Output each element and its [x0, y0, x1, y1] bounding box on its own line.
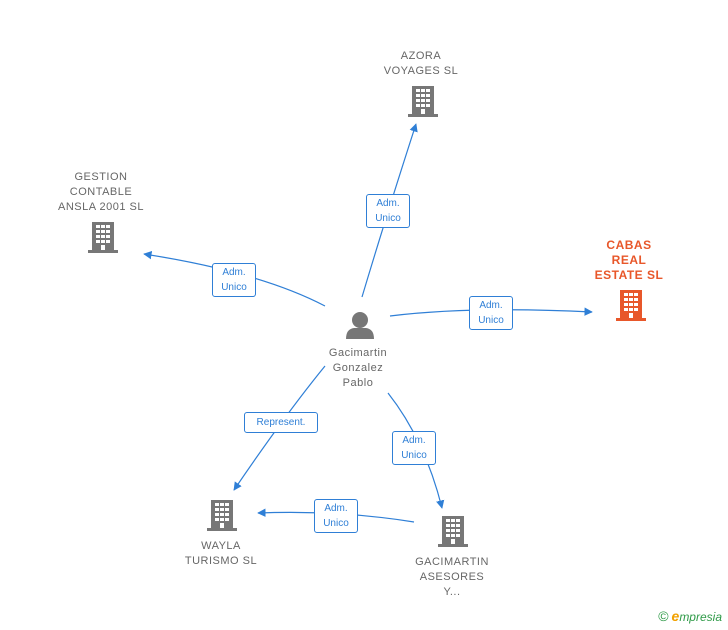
edge-label-to-wayla: Represent. [244, 412, 318, 433]
brand-logo: ©empresia [658, 608, 722, 624]
building-icon-azora [408, 86, 438, 117]
edge-label-to-gacimartin: Adm. Unico [392, 431, 436, 465]
copyright-icon: © [658, 608, 669, 624]
building-icon-gacimartin [438, 516, 468, 547]
person-icon [346, 312, 374, 339]
company-name-azora[interactable]: AZORA VOYAGES SL [383, 50, 459, 77]
edge-label-to-gestion: Adm. Unico [212, 263, 256, 297]
person-name[interactable]: Gacimartin Gonzalez Pablo [328, 347, 388, 389]
edge-label-gacimartin-to-wayla: Adm. Unico [314, 499, 358, 533]
brand-initial: e [671, 608, 680, 624]
brand-name: mpresia [679, 610, 722, 624]
company-name-gacimartin[interactable]: GACIMARTIN ASESORES Y... [415, 556, 489, 598]
company-name-gestion[interactable]: GESTION CONTABLE ANSLA 2001 SL [57, 171, 144, 213]
edge-label-to-azora: Adm. Unico [366, 194, 410, 228]
building-icon-gestion [88, 222, 118, 253]
building-icon-wayla [207, 500, 237, 531]
edge-label-to-cabas: Adm. Unico [469, 296, 513, 330]
building-icon-cabas [616, 290, 646, 321]
company-name-cabas[interactable]: CABAS REAL ESTATE SL [594, 238, 664, 282]
company-name-wayla[interactable]: WAYLA TURISMO SL [184, 540, 258, 567]
